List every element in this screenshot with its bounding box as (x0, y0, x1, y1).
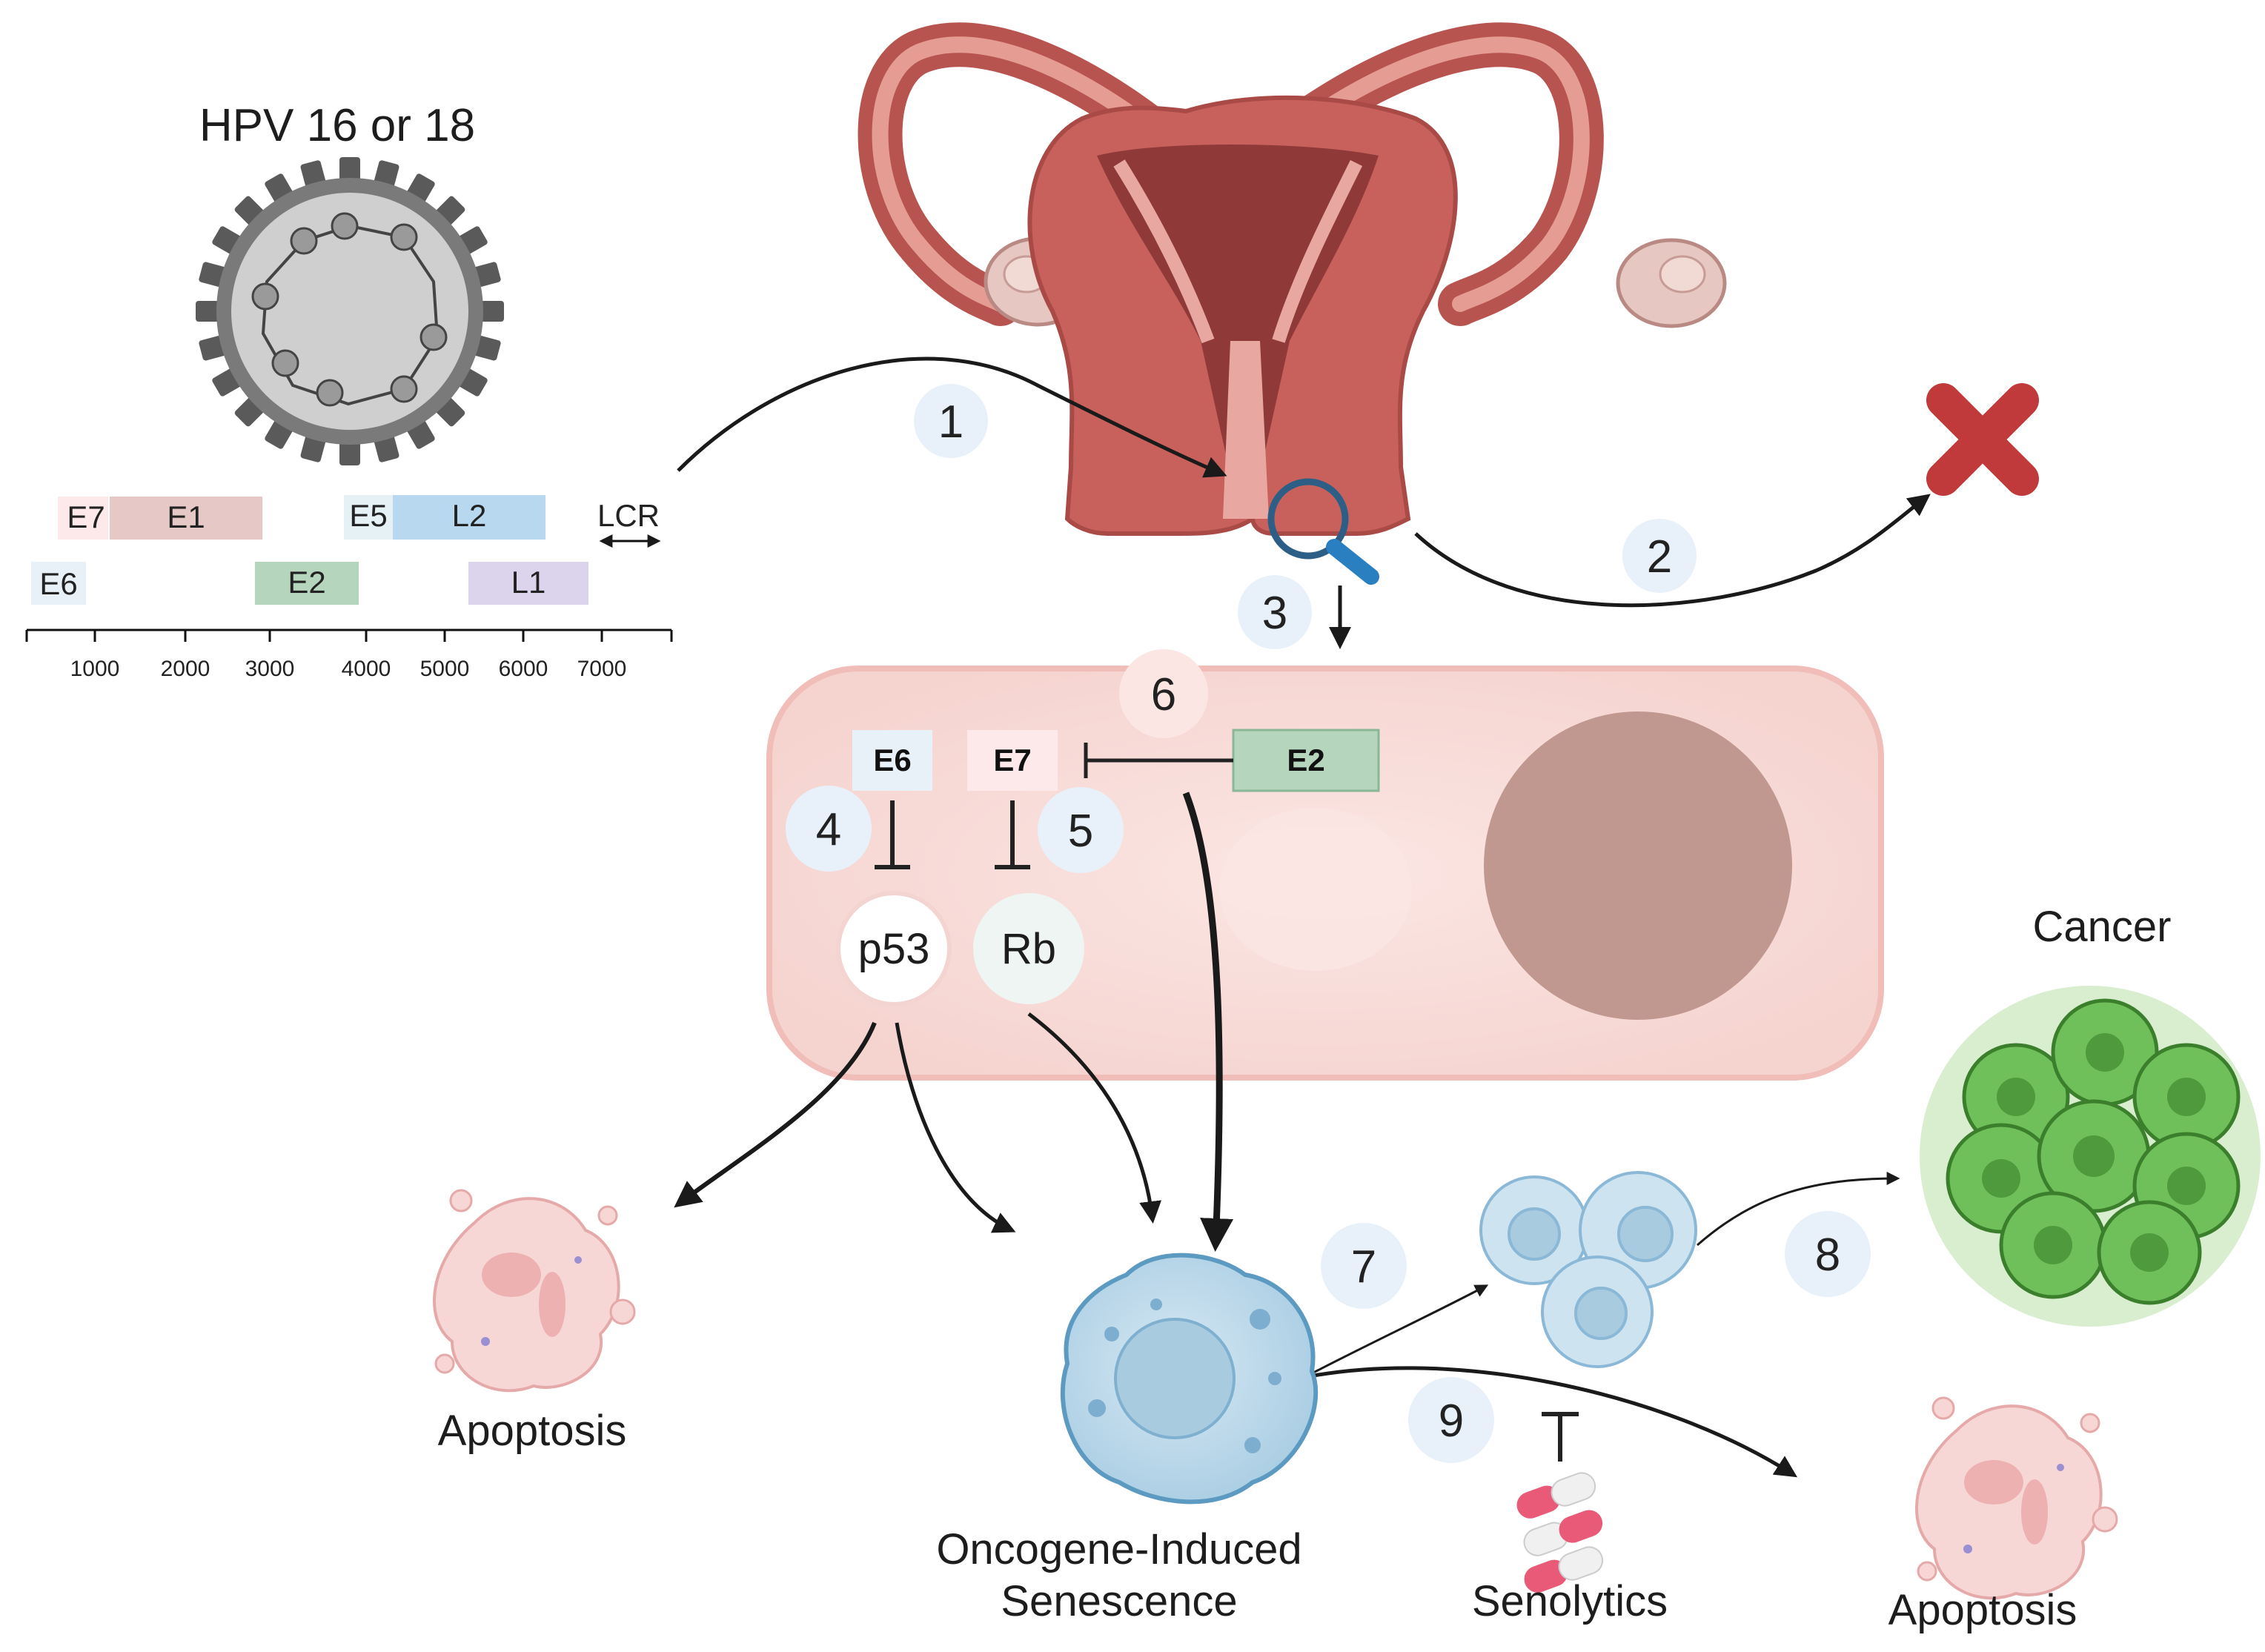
step-1: 1 (938, 397, 964, 448)
rb-node (973, 893, 1084, 1004)
reject-x-icon (1926, 383, 2039, 496)
p53-label: p53 (858, 925, 930, 973)
gene-e2 (255, 562, 359, 605)
rb-label: Rb (1001, 925, 1056, 973)
tick-5000: 5000 (420, 657, 470, 681)
magnifier-icon (1267, 478, 1379, 585)
gene-e1 (110, 497, 262, 540)
gene-l1 (468, 562, 588, 605)
gene-e2-label: E2 (288, 565, 325, 600)
step-9: 9 (1439, 1396, 1464, 1447)
gene-e7-label: E7 (67, 500, 105, 534)
senescence-label-line1: Oncogene-Induced (936, 1525, 1301, 1573)
protein-e7-label: E7 (993, 743, 1031, 777)
protein-e7-box (967, 730, 1058, 791)
p53-node (836, 891, 952, 1006)
apoptosis-right-label: Apoptosis (1888, 1586, 2077, 1634)
gene-e5-label: E5 (349, 498, 387, 533)
gene-e5 (344, 495, 393, 540)
step-6: 6 (1151, 669, 1176, 720)
apoptosis-left-label: Apoptosis (438, 1407, 627, 1455)
senescent-cell-icon (1060, 1253, 1319, 1505)
gene-e6-label: E6 (39, 566, 77, 601)
step-5: 5 (1068, 806, 1093, 857)
hpv-virion-icon (196, 157, 504, 465)
tick-6000: 6000 (499, 657, 548, 681)
gene-l1-label: L1 (511, 565, 546, 600)
senescence-label-line2: Senescence (1001, 1577, 1237, 1625)
pill-icon (1516, 1472, 1604, 1593)
step-2: 2 (1647, 531, 1672, 583)
step-7: 7 (1351, 1241, 1376, 1293)
step-bubbles (786, 384, 1871, 1463)
cancer-label: Cancer (2033, 903, 2172, 951)
tick-4000: 4000 (342, 657, 391, 681)
tick-2000: 2000 (161, 657, 210, 681)
flow-arrows (674, 356, 1931, 1478)
step-4: 4 (816, 804, 841, 855)
tick-1000: 1000 (70, 657, 120, 681)
protein-e6-label: E6 (873, 743, 911, 777)
gene-e6 (31, 562, 86, 605)
hpv-title: HPV 16 or 18 (199, 100, 475, 151)
gene-l2-label: L2 (452, 498, 487, 533)
senescent-cluster-icon (1479, 1171, 1697, 1368)
uterus-icon (858, 22, 1727, 536)
tick-3000: 3000 (245, 657, 295, 681)
tick-7000: 7000 (577, 657, 627, 681)
gene-l2 (393, 495, 545, 540)
step-8: 8 (1815, 1230, 1840, 1281)
protein-e6-box (852, 730, 932, 791)
cancer-cluster-icon (1920, 986, 2261, 1327)
cell-nucleus (1484, 711, 1792, 1020)
gene-e7 (58, 497, 108, 540)
senolytics-label: Senolytics (1472, 1577, 1668, 1625)
lcr-label: LCR (597, 498, 660, 533)
hpv-genome-map: E7 E1 E5 L2 E6 E2 L1 LCR 1000 2000 3000 … (25, 495, 673, 681)
apoptotic-cell-left-icon (433, 1189, 636, 1393)
step-3: 3 (1262, 588, 1287, 639)
protein-e2-box (1232, 729, 1380, 792)
apoptotic-cell-right-icon (1915, 1396, 2118, 1600)
protein-e2-label: E2 (1287, 743, 1324, 777)
gene-e1-label: E1 (167, 500, 205, 534)
